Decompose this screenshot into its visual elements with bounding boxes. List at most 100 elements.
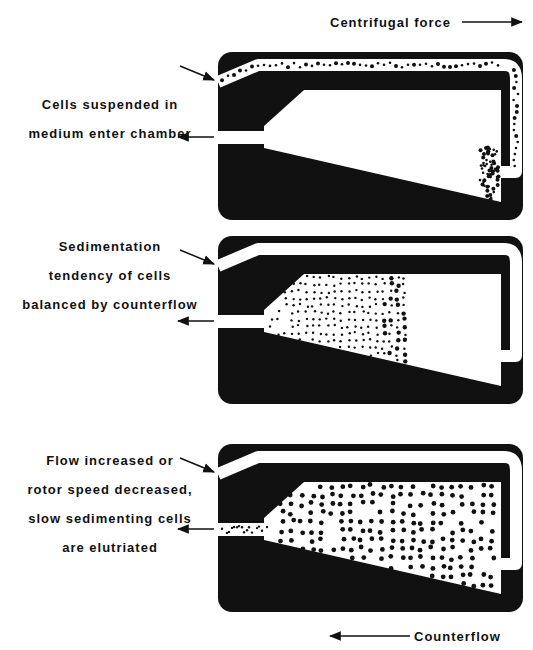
cell-dot [318, 340, 320, 342]
cell-dot [243, 531, 245, 533]
cell-dot [419, 64, 422, 67]
cell-dot [361, 282, 363, 284]
cell-dot [489, 583, 494, 588]
cell-dot [278, 310, 280, 312]
cell-dot [450, 545, 455, 550]
cell-dot [388, 340, 390, 342]
cell-dot [309, 500, 314, 505]
cell-dot [251, 531, 253, 533]
cell-dot [311, 494, 316, 499]
cell-dot [269, 325, 271, 327]
cell-dot [312, 338, 314, 340]
cell-dot [370, 500, 375, 505]
cell-dot [491, 187, 495, 191]
cell-dot [362, 333, 364, 335]
cell-dot [408, 492, 413, 497]
cell-dot [513, 159, 516, 162]
cell-dot [299, 66, 302, 69]
cell-dot [299, 303, 301, 305]
cell-dot [459, 564, 464, 569]
cell-dot [390, 545, 395, 550]
cell-dot [374, 298, 376, 300]
cell-dot [228, 531, 230, 533]
cell-dot [334, 324, 336, 326]
cell-dot [410, 546, 415, 551]
cell-dot [256, 527, 258, 529]
cell-dot [484, 62, 488, 66]
cell-dot [391, 501, 396, 506]
cell-dot [395, 297, 399, 301]
cell-dot [232, 73, 236, 77]
cell-dot [351, 493, 356, 498]
cell-dot [482, 164, 485, 167]
cell-dot [368, 276, 370, 278]
cell-dot [333, 334, 335, 336]
cell-dot [300, 530, 305, 535]
cell-dot [354, 346, 356, 348]
cell-dot [489, 539, 494, 544]
cell-dot [308, 510, 313, 515]
cell-dot [391, 345, 393, 347]
cell-dot [396, 359, 398, 361]
outlet-channel [218, 131, 268, 144]
cell-dot [311, 65, 314, 68]
cell-dot [328, 292, 330, 294]
cell-dot [293, 283, 295, 285]
cell-dot [291, 333, 293, 335]
cell-dot [341, 63, 344, 66]
cell-dot [396, 326, 398, 328]
cell-dot [291, 312, 293, 314]
cell-dot [468, 572, 473, 577]
cell-dot [316, 61, 320, 65]
cell-dot [400, 539, 405, 544]
cell-dot [333, 339, 335, 341]
cell-dot [320, 303, 322, 305]
cell-dot [411, 530, 416, 535]
cell-dot [352, 62, 356, 66]
cell-dot [378, 510, 383, 515]
cell-dot [375, 276, 377, 278]
cell-dot [375, 312, 377, 314]
cell-dot [400, 519, 405, 524]
cell-dot [484, 146, 488, 150]
cell-dot [340, 278, 342, 280]
cell-dot [266, 526, 268, 528]
cell-dot [332, 276, 334, 278]
cell-dot [411, 521, 416, 526]
inflow-arrow [180, 66, 214, 80]
cell-dot [431, 65, 434, 68]
cell-dot [396, 338, 400, 342]
cell-dot [396, 284, 400, 288]
cell-dot [378, 492, 383, 497]
cell-dot [490, 163, 493, 166]
cells [269, 275, 408, 364]
cell-dot [227, 75, 230, 78]
cell-dot [517, 93, 520, 96]
cell-dot [351, 536, 356, 541]
cell-dot [495, 150, 498, 153]
cell-dot [481, 493, 486, 498]
cell-dot [355, 339, 357, 341]
cell-dot [341, 298, 343, 300]
cell-dot [387, 351, 391, 355]
cell-dot [458, 484, 463, 489]
cell-dot [430, 574, 435, 579]
cell-dot [469, 565, 474, 570]
cell-dot [396, 303, 400, 307]
cell-dot [513, 123, 516, 126]
cell-dot [383, 331, 387, 335]
cell-dot [361, 306, 363, 308]
cell-dot [236, 526, 238, 528]
cell-dot [328, 275, 330, 277]
cell-dot [515, 110, 519, 114]
cell-dot [319, 318, 321, 320]
cell-dot [401, 311, 405, 315]
cell-dot [329, 64, 332, 67]
cell-dot [348, 290, 350, 292]
cell-dot [482, 178, 486, 182]
cell-dot [496, 169, 500, 173]
cell-dot [513, 165, 516, 168]
cell-dot [402, 304, 404, 306]
cell-dot [311, 305, 313, 307]
cell-dot [389, 566, 394, 571]
